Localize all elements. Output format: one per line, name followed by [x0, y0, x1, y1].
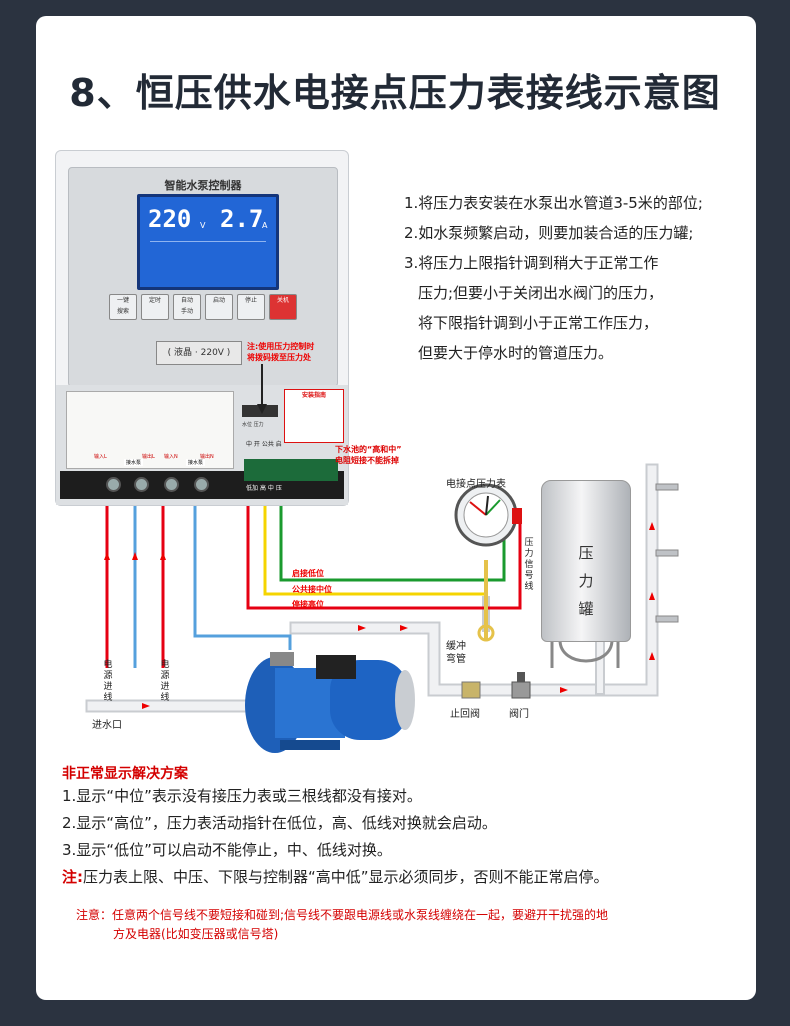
float-press: 压 — [275, 485, 282, 492]
step-3-cont-1: 压力;但要小于关闭出水阀门的压力， — [418, 284, 664, 302]
faucets — [655, 483, 679, 623]
signal-terminals — [244, 459, 338, 481]
lcd-display: 220 V 2.7 A — [137, 194, 279, 290]
caution-line-1: 注意：任意两个信号线不要短接和碰到;信号线不要跟电源线或水泵线缠绕在一起，要避开… — [76, 908, 609, 922]
lcd-voltage-unit: V — [200, 221, 206, 230]
note-prefix: 注: — [62, 868, 83, 886]
dip-switch[interactable] — [242, 405, 278, 417]
terminal-out-l: 输出L — [142, 454, 155, 460]
lcd-icons — [150, 241, 266, 276]
valve-shape — [511, 672, 531, 699]
abnormal-note: 注:压力表上限、中压、下限与控制器“高中低”显示必须同步，否则不能正常启停。 — [62, 864, 742, 891]
wiring-section: 水位 压力 安装指南 中 开 公共 启 输入L 输出L 输入N 输出N 接水泵 … — [56, 385, 348, 505]
pressure-tank: 压力罐 — [541, 480, 631, 642]
buffer-pipe-label: 缓冲弯管 — [446, 641, 466, 665]
step-2: 2.如水泵频繁启动，则要加装合适的压力罐; — [404, 224, 694, 242]
overlay-arrow — [257, 364, 267, 414]
float-high: 高 — [259, 485, 266, 492]
abnormal-item-1: 1.显示“中位”表示没有接压力表或三根线都没有接对。 — [62, 787, 422, 805]
terminal-block: 低加 高 中 压 — [60, 459, 344, 499]
screw-3 — [164, 477, 179, 492]
abnormal-section: 非正常显示解决方案 1.显示“中位”表示没有接压力表或三根线都没有接对。 2.显… — [62, 765, 742, 891]
caution-line-2: 方及电器(比如变压器或信号塔) — [113, 927, 279, 941]
check-valve-shape — [461, 681, 481, 699]
terminal-in-n: 输入N — [164, 454, 178, 460]
wire-label-common: 公共接中位 — [292, 585, 332, 594]
install-guide: 安装指南 — [284, 389, 344, 443]
power-in-label-1: 电源进线 — [103, 660, 113, 703]
auto-manual-button[interactable]: 自动手动 — [173, 294, 201, 320]
lcd-voltage: 220 — [148, 205, 192, 233]
abnormal-heading: 非正常显示解决方案 — [62, 766, 188, 782]
panel-title: 智能水泵控制器 — [164, 179, 242, 192]
terminal-label-start: 启 — [275, 441, 282, 448]
screw-1 — [106, 477, 121, 492]
page-title: 8、恒压供水电接点压力表接线示意图 — [69, 71, 721, 115]
pump-controller: 智能水泵控制器 220 V 2.7 A 一键搜索 定时 自动手动 启动 停止 关… — [55, 150, 349, 506]
timer-button[interactable]: 定时 — [141, 294, 169, 320]
step-1: 1.将压力表安装在水泵出水管道3-5米的部位; — [404, 194, 703, 212]
float-low: 低加 — [246, 485, 259, 492]
wire-arrows — [104, 552, 166, 560]
check-valve-label: 止回阀 — [450, 709, 480, 720]
wire-label-high: 停接高位 — [292, 600, 324, 609]
abnormal-item-3: 3.显示“低位”可以启动不能停止，中、低线对换。 — [62, 841, 392, 859]
pump-box-2: 接水泵 — [186, 459, 206, 466]
switch-label-level: 水位 — [242, 422, 253, 428]
power-off-button[interactable]: 关机 — [269, 294, 297, 320]
caution-section: 注意：任意两个信号线不要短接和碰到;信号线不要跟电源线或水泵线缠绕在一起，要避开… — [76, 906, 736, 944]
terminal-in-l: 输入L — [94, 454, 107, 460]
step-3-cont-3: 但要大于停水时的管道压力。 — [418, 344, 614, 362]
wire-label-low: 启接低位 — [292, 569, 324, 578]
note-text: 压力表上限、中压、下限与控制器“高中低”显示必须同步，否则不能正常启停。 — [83, 868, 609, 886]
lcd-current: 2.7 — [220, 205, 264, 233]
electric-wires — [105, 474, 522, 668]
screw-4 — [194, 477, 209, 492]
tank-label: 压力罐 — [578, 544, 594, 618]
lcd-current-unit: A — [262, 221, 268, 230]
terminal-label-main: 中 开 公共 — [246, 441, 274, 448]
install-steps: 1.将压力表安装在水泵出水管道3-5米的部位; 2.如水泵频繁启动，则要加装合适… — [404, 188, 754, 368]
power-in-label-2: 电源进线 — [160, 660, 170, 703]
water-pump — [245, 652, 415, 753]
flow-arrows — [142, 522, 655, 709]
screw-2 — [134, 477, 149, 492]
terminal-out-n: 输出N — [200, 454, 214, 460]
gauge-label: 电接点压力表 — [446, 479, 506, 490]
inlet-label: 进水口 — [92, 720, 122, 731]
signal-line-label: 压力信号线 — [524, 538, 534, 592]
search-button[interactable]: 一键搜索 — [109, 294, 137, 320]
protection-notes — [66, 391, 234, 469]
abnormal-item-2: 2.显示“高位”，压力表活动指针在低位，高、低线对换就会启动。 — [62, 814, 497, 832]
tank-legs — [550, 639, 620, 668]
start-button[interactable]: 启动 — [205, 294, 233, 320]
pump-box-1: 接水泵 — [124, 459, 144, 466]
pressure-gauge — [454, 483, 522, 547]
stop-button[interactable]: 停止 — [237, 294, 265, 320]
jumper-note: 下水池的“高和中” 电阻短接不能拆掉 — [335, 445, 402, 465]
overlay-note: 注:使用压力控制时 将拨码拨至压力处 — [247, 342, 315, 362]
display-tag: ( 液晶 · 220V ) — [156, 341, 242, 365]
valve-label: 阀门 — [509, 709, 529, 720]
float-mid: 中 — [267, 485, 274, 492]
step-3: 3.将压力上限指针调到稍大于正常工作 — [404, 254, 659, 272]
switch-label-pressure: 压力 — [253, 422, 264, 428]
step-3-cont-2: 将下限指针调到小于正常工作压力， — [418, 314, 659, 332]
